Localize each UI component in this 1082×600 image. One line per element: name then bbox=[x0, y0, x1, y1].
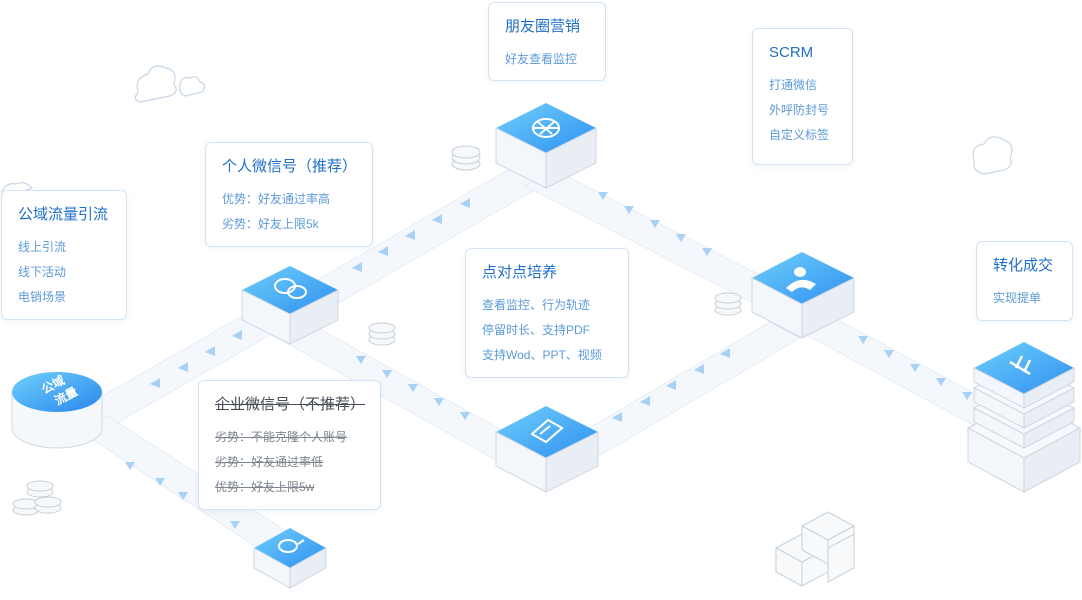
card-title: 个人微信号（推荐） bbox=[222, 158, 358, 175]
card-item: 优势：好友上限5w bbox=[215, 480, 315, 494]
path-arrow bbox=[405, 230, 415, 240]
card-p2p: 点对点培养 查看监控、行为轨迹 停留时长、支持PDF 支持Wod、PPT、视频 bbox=[465, 248, 629, 378]
card-item: 线下活动 bbox=[18, 265, 67, 279]
card-title: 转化成交 bbox=[993, 257, 1054, 274]
card-item: 自定义标签 bbox=[769, 128, 830, 142]
card-item: 查看监控、行为轨迹 bbox=[482, 298, 591, 312]
path-arrow bbox=[936, 378, 946, 386]
card-item: 劣势：好友通过率低 bbox=[215, 455, 324, 469]
path-arrow bbox=[155, 478, 165, 486]
box-stack-icon bbox=[774, 511, 856, 587]
card-item: 停留时长、支持PDF bbox=[482, 323, 591, 337]
path-arrow bbox=[434, 398, 444, 406]
card-title: 公域流量引流 bbox=[18, 206, 109, 223]
path-arrow bbox=[352, 262, 362, 272]
card-item: 劣势：不能克隆个人账号 bbox=[215, 430, 348, 444]
path-arrow bbox=[666, 380, 676, 390]
card-title: SCRM bbox=[769, 44, 814, 61]
cloud-icon bbox=[972, 136, 1013, 175]
path-arrow bbox=[460, 198, 470, 208]
user-icon bbox=[786, 267, 816, 292]
gavel-icon bbox=[1009, 355, 1032, 376]
path-arrow bbox=[962, 392, 972, 400]
path-arrow bbox=[125, 462, 135, 470]
path-arrow bbox=[230, 521, 240, 529]
path-arrow bbox=[694, 364, 704, 374]
card-enterprise-wechat: 企业微信号（不推荐） 劣势：不能克隆个人账号 劣势：好友通过率低 优势：好友上限… bbox=[198, 380, 381, 510]
path-arrow bbox=[205, 346, 215, 356]
flow-arrows bbox=[125, 192, 972, 529]
path-arrow bbox=[650, 220, 660, 228]
path-arrow bbox=[910, 364, 920, 372]
flow-paths bbox=[76, 159, 1022, 557]
card-item: 劣势：好友上限5k bbox=[222, 217, 319, 231]
path-arrow bbox=[178, 362, 188, 372]
card-title: 企业微信号（不推荐） bbox=[215, 396, 366, 413]
card-title: 点对点培养 bbox=[482, 264, 558, 281]
enterprise-wechat-icon bbox=[278, 539, 305, 553]
path-arrow bbox=[884, 350, 894, 358]
coin-stack-icon bbox=[12, 480, 62, 516]
path-arrow bbox=[720, 348, 730, 358]
path-arrow bbox=[178, 492, 188, 500]
card-conversion: 转化成交 实现提单 bbox=[976, 241, 1073, 321]
coin-stack-icon bbox=[451, 145, 481, 171]
path-arrow bbox=[612, 412, 622, 422]
origin-node bbox=[11, 372, 103, 449]
card-item: 打通微信 bbox=[769, 78, 818, 92]
coin-stack-icon bbox=[368, 322, 396, 346]
path-arrow bbox=[624, 206, 634, 214]
path-arrow bbox=[232, 330, 242, 340]
path-arrow bbox=[356, 356, 366, 364]
card-personal-wechat: 个人微信号（推荐） 优势：好友通过率高 劣势：好友上限5k bbox=[205, 142, 373, 247]
path-arrow bbox=[676, 234, 686, 242]
path-arrow bbox=[408, 384, 418, 392]
card-public-traffic: 公域流量引流 线上引流 线下活动 电销场景 bbox=[1, 190, 127, 320]
path-arrow bbox=[858, 336, 868, 344]
card-item: 支持Wod、PPT、视频 bbox=[482, 348, 602, 362]
card-scrm: SCRM 打通微信 外呼防封号 自定义标签 bbox=[752, 28, 853, 165]
card-item: 实现提单 bbox=[993, 291, 1042, 305]
card-item: 电销场景 bbox=[18, 290, 67, 304]
card-item: 优势：好友通过率高 bbox=[222, 192, 331, 206]
coin-stack-icon bbox=[714, 292, 742, 316]
wechat-icon bbox=[274, 278, 307, 299]
path-arrow bbox=[150, 378, 160, 388]
card-item: 好友查看监控 bbox=[505, 52, 578, 66]
path-arrow bbox=[432, 214, 442, 224]
path-arrow bbox=[702, 248, 712, 256]
path-arrow bbox=[598, 192, 608, 200]
moments-node bbox=[495, 103, 597, 189]
camera-aperture-icon bbox=[532, 118, 560, 138]
user-node bbox=[751, 252, 855, 339]
conversion-node bbox=[966, 342, 1082, 493]
card-moments: 朋友圈营销 好友查看监控 bbox=[488, 2, 606, 81]
wechat-node bbox=[241, 266, 339, 345]
card-item: 外呼防封号 bbox=[769, 103, 830, 117]
document-icon bbox=[530, 418, 564, 444]
path-arrow bbox=[382, 370, 392, 378]
path-arrow bbox=[378, 246, 388, 256]
document-node bbox=[495, 406, 599, 493]
enterprise-wechat-node bbox=[253, 528, 327, 589]
card-title: 朋友圈营销 bbox=[505, 18, 581, 35]
path-arrow bbox=[460, 412, 470, 420]
path-arrow bbox=[640, 396, 650, 406]
cloud-icon bbox=[134, 65, 206, 103]
card-item: 线上引流 bbox=[18, 240, 67, 254]
